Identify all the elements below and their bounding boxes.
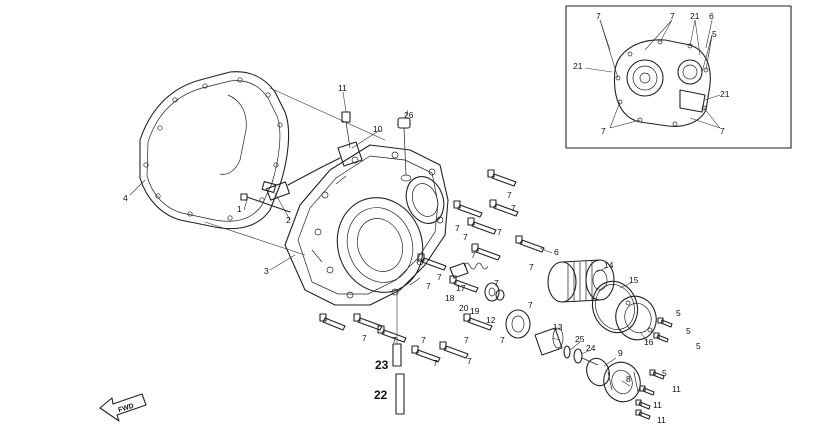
callout-11-d: 11 — [657, 415, 666, 425]
callout-15: 15 — [629, 275, 639, 285]
callout-5-c: 5 — [696, 341, 701, 351]
bearing-part — [505, 309, 531, 339]
gasket-part — [139, 71, 290, 230]
callout-20: 20 — [459, 303, 469, 313]
o-ring-part — [591, 280, 639, 334]
callout-9: 9 — [618, 348, 623, 358]
alignment-lines — [204, 87, 386, 256]
case-cover-part — [284, 144, 449, 306]
callout-11-b: 11 — [672, 384, 681, 394]
callout-7-j: 7 — [494, 278, 499, 288]
callout-2: 2 — [286, 215, 291, 225]
inset-callout-5: 5 — [712, 29, 717, 39]
callout-26: 26 — [404, 110, 414, 120]
callout-4: 4 — [123, 193, 128, 203]
callout-7-g: 7 — [529, 262, 534, 272]
callout-7-n: 7 — [421, 335, 426, 345]
callout-labels: 4 11 26 10 1 2 3 7 7 7 7 7 7 7 7 7 7 7 7… — [123, 11, 730, 425]
callout-7-b: 7 — [511, 203, 516, 213]
callout-7-k: 7 — [528, 300, 533, 310]
screws-part — [635, 317, 673, 420]
callout-7-q: 7 — [433, 358, 438, 368]
inset-detail-view — [565, 5, 792, 149]
callout-5-d: 5 — [662, 368, 667, 378]
relief-valve-part — [449, 262, 505, 302]
inset-callout-7-d: 7 — [720, 126, 725, 136]
inset-callout-7-b: 7 — [670, 11, 675, 21]
callout-25: 25 — [575, 334, 585, 344]
callout-7-e: 7 — [463, 232, 468, 242]
callout-14: 14 — [604, 260, 614, 270]
callout-24: 24 — [586, 343, 596, 353]
callout-6: 6 — [554, 247, 559, 257]
inset-callout-7-c: 7 — [601, 126, 606, 136]
callout-18: 18 — [445, 293, 455, 303]
bolts-right-group — [417, 169, 545, 293]
callout-7-o: 7 — [464, 335, 469, 345]
callout-10: 10 — [373, 124, 383, 134]
bolts-left-group — [319, 313, 493, 363]
callout-11: 11 — [338, 83, 347, 93]
callout-7-m: 7 — [392, 335, 397, 345]
callout-23: 23 — [375, 358, 389, 372]
inset-callout-21-c: 21 — [720, 89, 730, 99]
inset-callout-7-a: 7 — [596, 11, 601, 21]
callout-5-a: 5 — [676, 308, 681, 318]
pump-cover-part — [603, 361, 641, 403]
callout-7-i: 7 — [426, 281, 431, 291]
callout-16: 16 — [644, 337, 654, 347]
callout-7-l: 7 — [362, 333, 367, 343]
bolt-part — [240, 181, 291, 213]
callout-5-b: 5 — [686, 326, 691, 336]
callout-8: 8 — [626, 374, 631, 384]
callout-7-h: 7 — [437, 272, 442, 282]
sensor-part — [266, 111, 363, 201]
inset-callout-21-a: 21 — [690, 11, 700, 21]
callout-19: 19 — [470, 306, 480, 316]
callout-7-d: 7 — [497, 227, 502, 237]
callout-3: 3 — [264, 266, 269, 276]
callout-7-c: 7 — [455, 223, 460, 233]
callout-13: 13 — [553, 322, 563, 332]
callout-17: 17 — [456, 283, 466, 293]
fwd-arrow-icon: FWD — [99, 393, 147, 422]
callout-11-c: 11 — [653, 400, 662, 410]
inset-callout-6: 6 — [709, 11, 714, 21]
dowel-pin-part — [392, 290, 405, 415]
callout-22: 22 — [374, 388, 388, 402]
callout-1: 1 — [237, 204, 242, 214]
callout-7-r: 7 — [467, 356, 472, 366]
callout-leaders — [129, 91, 649, 387]
fwd-label: FWD — [117, 403, 134, 415]
callout-7-f: 7 — [471, 250, 476, 260]
plug-part — [397, 117, 412, 182]
inset-callout-21-b: 21 — [573, 61, 583, 71]
callout-12: 12 — [486, 315, 496, 325]
filter-cover-part — [615, 295, 657, 341]
callout-7-a: 7 — [507, 190, 512, 200]
callout-7-p: 7 — [500, 335, 505, 345]
